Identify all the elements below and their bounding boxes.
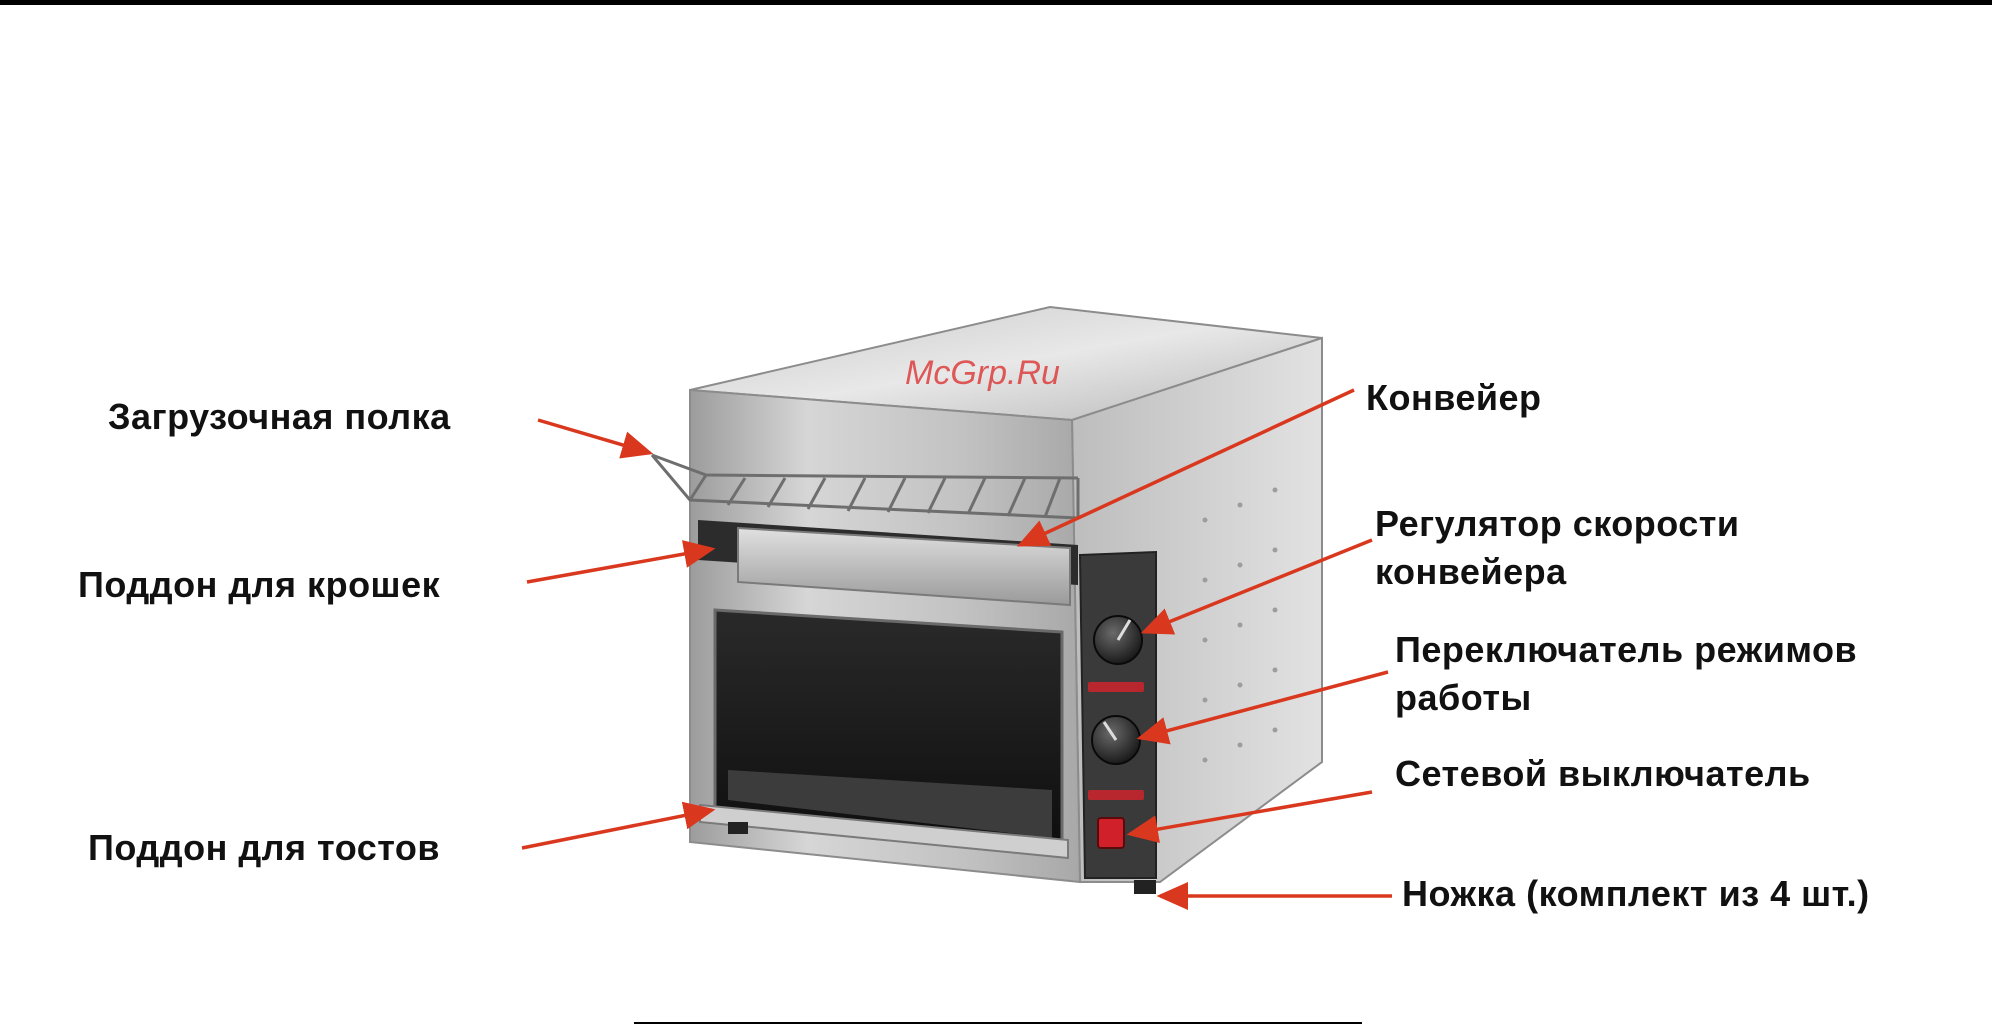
- label-crumb-tray: Поддон для крошек: [78, 563, 440, 607]
- foot-front-right: [1134, 880, 1156, 894]
- watermark: McGrp.Ru: [905, 354, 1060, 393]
- label-conveyor: Конвейер: [1366, 376, 1542, 420]
- bottom-rule: [634, 1022, 1362, 1024]
- label-speed-regulator-line2: конвейера: [1375, 550, 1567, 594]
- foot-front-left: [728, 822, 748, 834]
- arrow-loading-shelf: [538, 420, 650, 453]
- panel-label-strip-1: [1088, 682, 1144, 692]
- arrow-crumb-tray: [527, 549, 712, 582]
- label-toast-tray: Поддон для тостов: [88, 826, 440, 870]
- power-switch: [1098, 818, 1124, 848]
- label-loading-shelf: Загрузочная полка: [108, 395, 451, 439]
- label-foot: Ножка (комплект из 4 шт.): [1402, 872, 1870, 916]
- label-speed-regulator-line1: Регулятор скорости: [1375, 502, 1740, 546]
- panel-label-strip-2: [1088, 790, 1144, 800]
- arrow-toast-tray: [522, 810, 712, 848]
- label-mode-switch-line2: работы: [1395, 676, 1532, 720]
- label-power-switch: Сетевой выключатель: [1395, 752, 1811, 796]
- label-mode-switch-line1: Переключатель режимов: [1395, 628, 1857, 672]
